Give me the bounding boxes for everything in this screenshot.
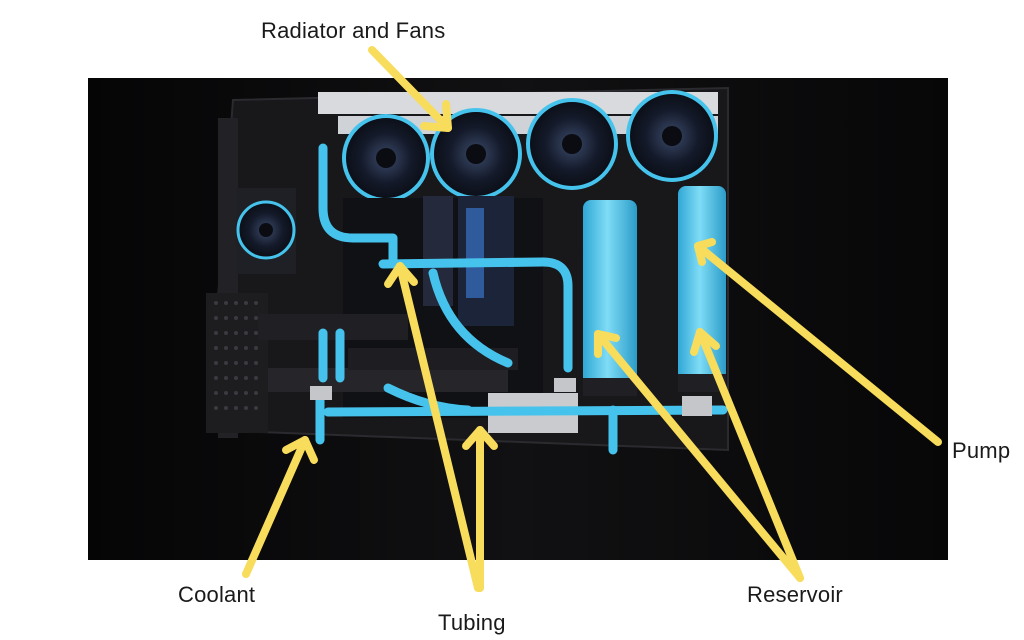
- label-tubing: Tubing: [438, 610, 506, 635]
- label-reservoir: Reservoir: [747, 582, 843, 607]
- side-fan: [236, 188, 296, 274]
- label-radiator-and-fans: Radiator and Fans: [261, 18, 446, 43]
- label-coolant: Coolant: [178, 582, 256, 607]
- label-pump: Pump: [952, 438, 1011, 463]
- pc-case-photo: [88, 78, 948, 560]
- pc-interior-illustration: [88, 78, 948, 560]
